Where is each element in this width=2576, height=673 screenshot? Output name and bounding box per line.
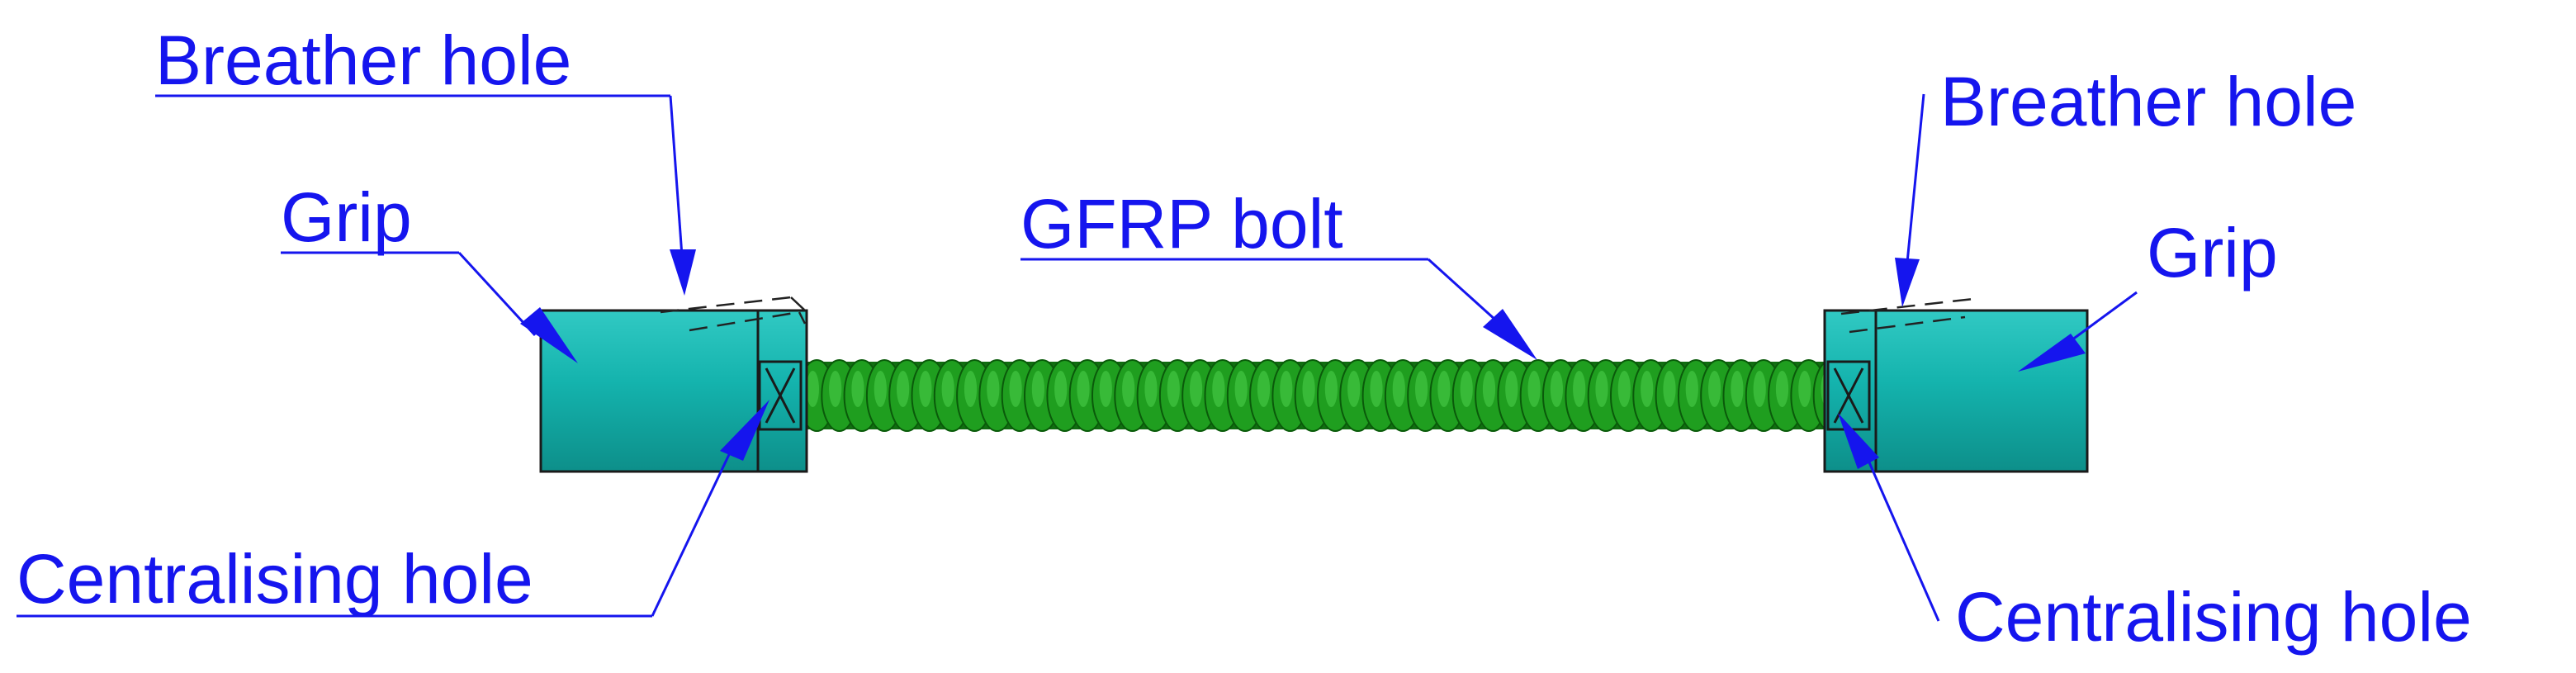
- bolt-thread-highlight: [851, 371, 864, 407]
- bolt-thread-highlight: [1550, 371, 1563, 407]
- label-grip-left: Grip: [281, 178, 578, 363]
- bolt-thread-highlight: [1144, 371, 1158, 407]
- grip-left: [539, 296, 808, 473]
- grip-left-body: [539, 309, 808, 473]
- label-centralising-hole-right: Centralising hole: [1838, 413, 2472, 656]
- bolt-thread-highlight: [1731, 371, 1744, 407]
- bolt-thread-highlight: [1257, 371, 1271, 407]
- bolt-thread-highlight: [1595, 371, 1608, 407]
- bolt-thread-highlight: [1460, 371, 1473, 407]
- bolt-thread-highlight: [1347, 371, 1361, 407]
- bolt-thread-highlight: [1415, 371, 1428, 407]
- bolt-thread-highlight: [806, 371, 820, 407]
- bolt-thread-highlight: [1122, 371, 1135, 407]
- label-breather-hole-left: Breather hole: [155, 21, 696, 296]
- bolt-thread-highlight: [1482, 371, 1496, 407]
- bolt-thread-highlight: [874, 371, 887, 407]
- bolt-thread-highlight: [941, 371, 954, 407]
- label-centralising-hole-left: Centralising hole: [17, 400, 769, 618]
- bolt-thread-highlight: [1234, 371, 1248, 407]
- bolt-thread-highlight: [1775, 371, 1789, 407]
- svg-text:GFRP bolt: GFRP bolt: [1020, 185, 1343, 263]
- label-breather-hole-right: Breather hole: [1895, 63, 2356, 307]
- bolt-thread-highlight: [1685, 371, 1698, 407]
- grip-right: [1823, 297, 2089, 473]
- svg-text:Grip: Grip: [2147, 214, 2278, 291]
- gfrp-bolt: [775, 359, 1850, 432]
- bolt-thread-highlight: [1167, 371, 1180, 407]
- bolt-thread-highlight: [1280, 371, 1293, 407]
- svg-text:Centralising hole: Centralising hole: [17, 540, 533, 618]
- bolt-thread-highlight: [1009, 371, 1022, 407]
- centralising-hole-left: [758, 360, 803, 431]
- bolt-thread-highlight: [987, 371, 1000, 407]
- bolt-thread-highlight: [1527, 371, 1541, 407]
- bolt-thread-highlight: [1190, 371, 1203, 407]
- bolt-thread-highlight: [1099, 371, 1112, 407]
- bolt-thread-highlight: [1054, 371, 1068, 407]
- svg-text:Centralising hole: Centralising hole: [1955, 578, 2472, 656]
- bolt-thread-highlight: [1302, 371, 1315, 407]
- bolt-thread-highlight: [1573, 371, 1586, 407]
- bolt-thread-highlight: [1212, 371, 1225, 407]
- bolt-thread-highlight: [1077, 371, 1090, 407]
- bolt-thread-highlight: [1641, 371, 1654, 407]
- svg-text:Grip: Grip: [281, 178, 412, 256]
- bolt-thread-highlight: [897, 371, 910, 407]
- bolt-thread-highlight: [1798, 371, 1811, 407]
- bolt-thread-highlight: [919, 371, 932, 407]
- breather-hole-right: [1840, 297, 1974, 334]
- bolt-thread-highlight: [1437, 371, 1451, 407]
- bolt-thread-highlight: [829, 371, 842, 407]
- bolt-thread-highlight: [1392, 371, 1405, 407]
- bolt-thread-highlight: [1708, 371, 1721, 407]
- bolt-thread-highlight: [1663, 371, 1676, 407]
- bolt-thread-highlight: [1753, 371, 1766, 407]
- bolt-thread-highlight: [1505, 371, 1518, 407]
- label-gfrp-bolt: GFRP bolt: [1020, 185, 1537, 360]
- breather-hole-left: [660, 296, 800, 332]
- bolt-threads: [775, 359, 1850, 432]
- bolt-thread-highlight: [1617, 371, 1631, 407]
- svg-text:Breather hole: Breather hole: [155, 21, 571, 99]
- svg-text:Breather hole: Breather hole: [1940, 63, 2356, 140]
- bolt-thread-highlight: [1324, 371, 1338, 407]
- bolt-thread-highlight: [1370, 371, 1383, 407]
- label-grip-right: Grip: [2018, 214, 2278, 372]
- bolt-thread-highlight: [964, 371, 978, 407]
- bolt-thread-highlight: [1031, 371, 1044, 407]
